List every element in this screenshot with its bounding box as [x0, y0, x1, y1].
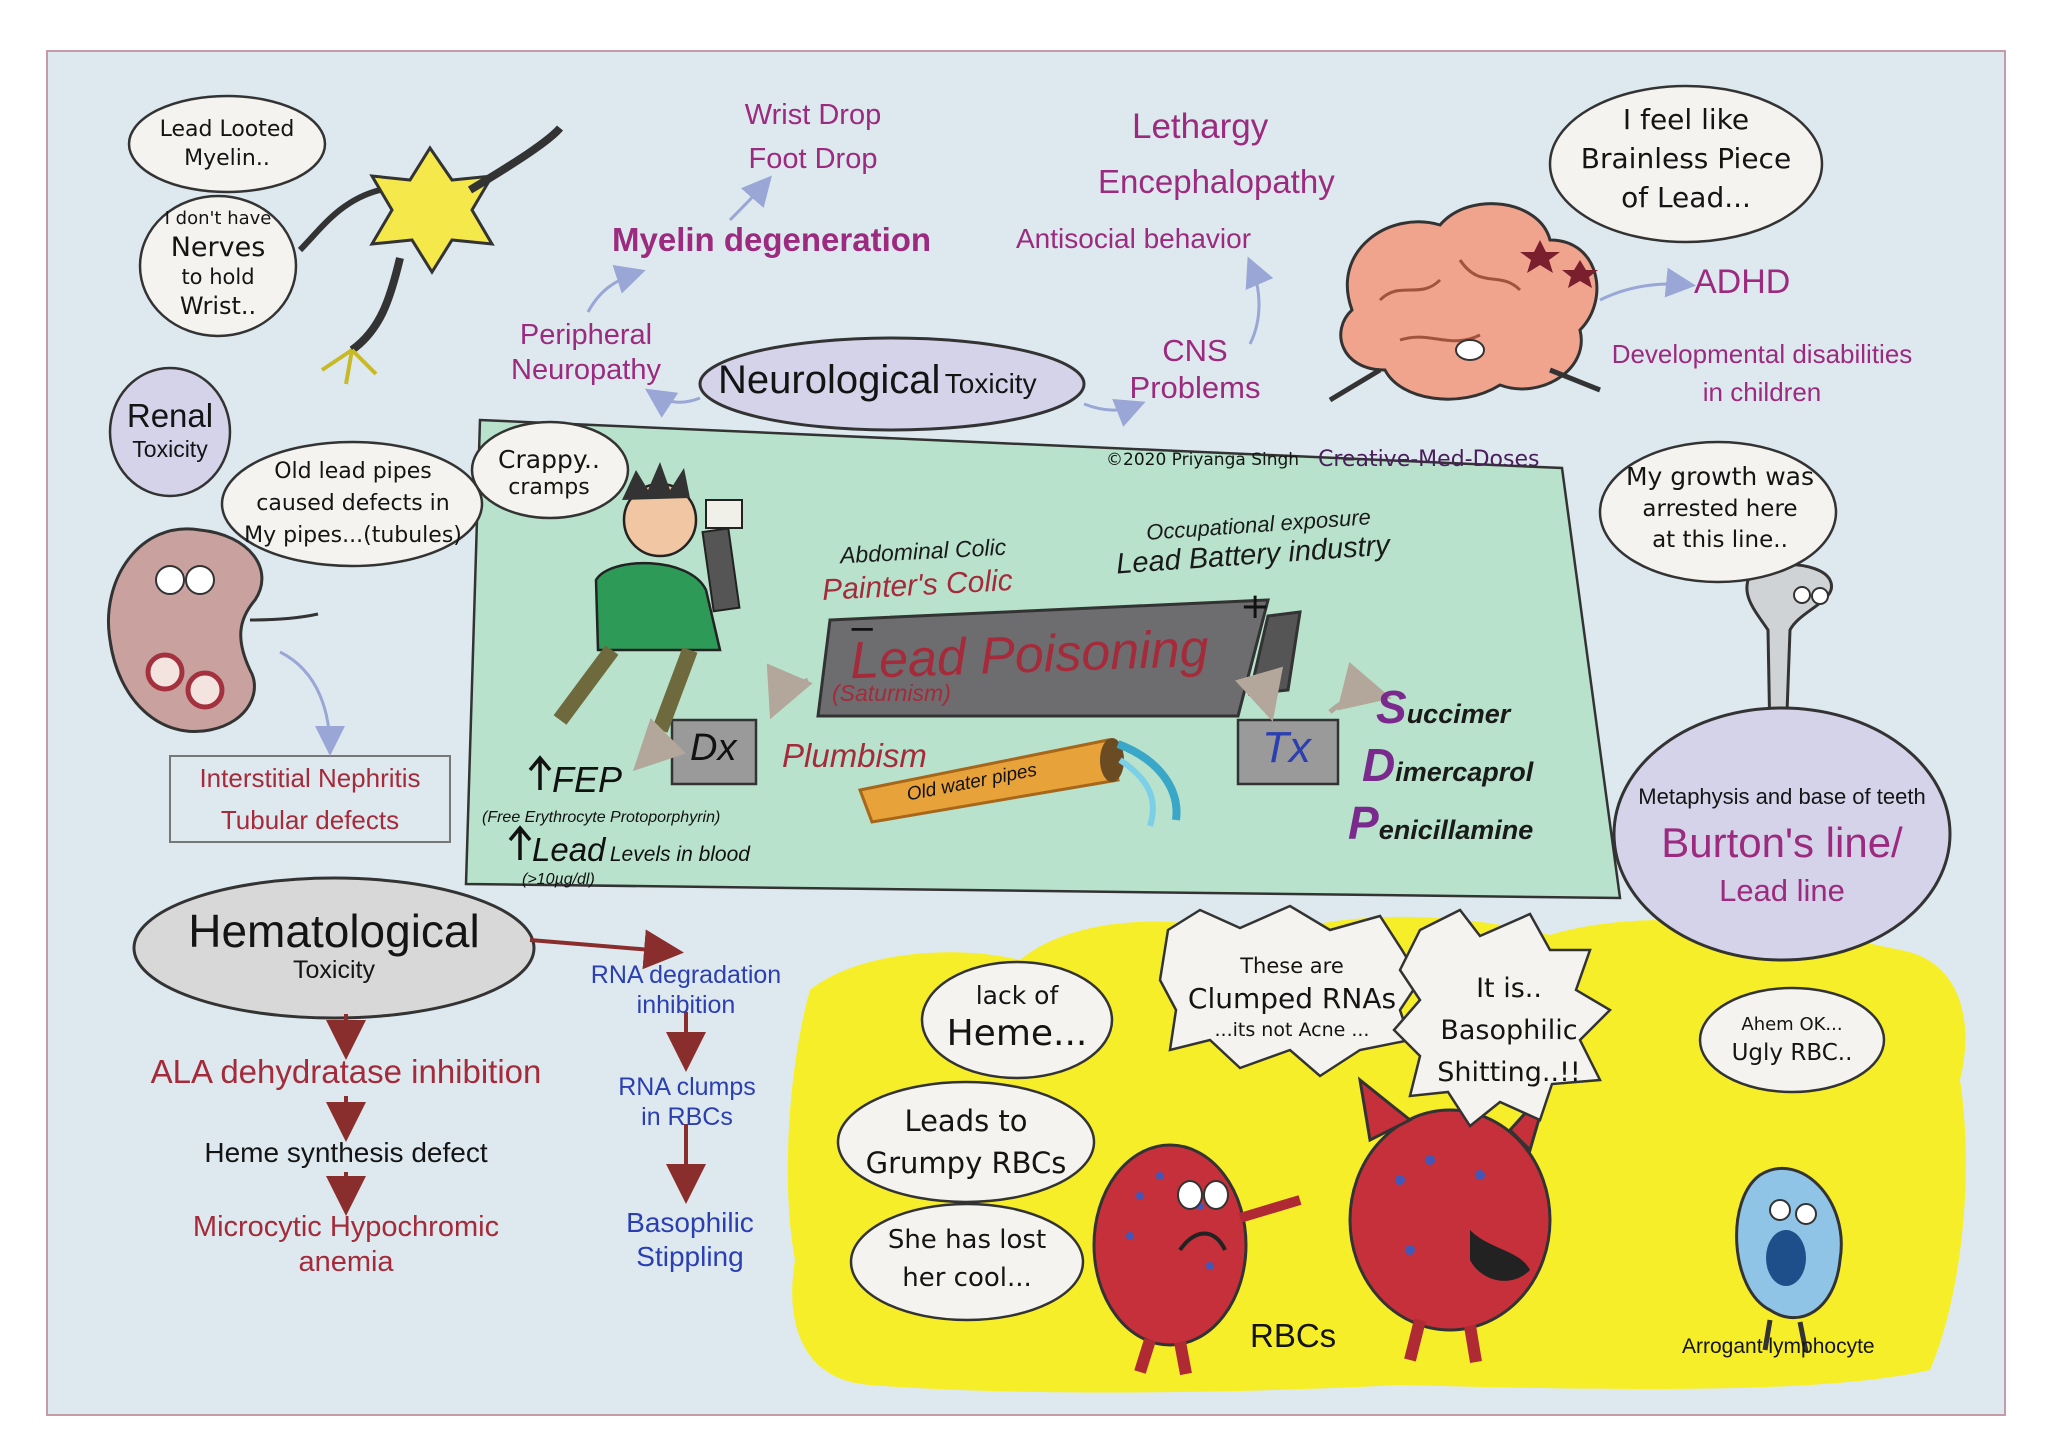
- bubble-bone: [1598, 440, 1838, 584]
- arrow-cns-lethargy: [1245, 256, 1274, 345]
- fep: FEP: [552, 759, 623, 800]
- lead-threshold: (>10µg/dl): [522, 871, 595, 888]
- svg-text:+: +: [1240, 586, 1270, 627]
- arrow-center-tx: [1234, 666, 1284, 722]
- tx-label: Tx: [1262, 723, 1311, 772]
- heme-synthesis-defect: Heme synthesis defect: [204, 1137, 488, 1168]
- bubble-neuron-1: [127, 94, 327, 194]
- hematological-ellipse: [132, 876, 536, 1020]
- renal-ellipse: [108, 366, 232, 498]
- up-arrow-lead: [508, 825, 532, 860]
- arrow-heme-rna: [529, 929, 684, 970]
- fep-full: (Free Erythrocyte Protoporphyrin): [482, 809, 721, 826]
- arrow-myelin-drop: [728, 175, 772, 222]
- renal-effects-box: [169, 755, 451, 843]
- foot-drop: Foot Drop: [748, 143, 878, 175]
- lymphocyte-icon: [1735, 1167, 1843, 1353]
- bubble-cool: [849, 1202, 1085, 1322]
- bubble-lymph: [1698, 986, 1886, 1094]
- arrow-peripheral-myelin: [586, 265, 646, 313]
- lead-levels: Lead Levels in blood: [532, 831, 750, 868]
- copyright: ©2020 Priyanga Singh: [1106, 450, 1300, 470]
- renal-title: Renal Toxicity: [126, 397, 214, 462]
- drug-succimer: Succimer: [1376, 681, 1511, 733]
- saturnism: (Saturnism): [832, 680, 951, 706]
- drug-penicillamine: Penicillamine: [1348, 797, 1534, 849]
- arrow-tx-drugs: [1328, 662, 1392, 714]
- tx-box: [1236, 718, 1340, 786]
- drug-dimercaprol: Dimercaprol: [1362, 739, 1534, 791]
- arrow-neuro-peripheral: [645, 388, 701, 418]
- bubble-basophilic: [1392, 908, 1613, 1128]
- bubble-brain: [1548, 84, 1824, 244]
- lethargy: Lethargy: [1132, 107, 1269, 146]
- arrow-center-dx: [766, 663, 813, 720]
- painter-icon: [553, 462, 743, 733]
- neuron-icon: [297, 125, 564, 385]
- cramps-bubble-text: Crappy..cramps: [498, 445, 600, 500]
- plumbism: Plumbism: [782, 737, 927, 774]
- ala-dehydratase: ALA dehydratase inhibition: [150, 1053, 542, 1090]
- water-pipe-icon: [857, 738, 1181, 827]
- bubble-lymph-text: Ahem OK... Ugly RBC..: [1731, 1014, 1853, 1067]
- bubble-grumpy: [836, 1080, 1096, 1204]
- burton-line-title: Burton's line/: [1661, 819, 1903, 866]
- brand: Creative-Med-Doses: [1318, 447, 1540, 472]
- arrow-brain-adhd: [1599, 267, 1696, 302]
- rbc-icon: [1092, 1143, 1302, 1376]
- hematological-title: Hematological Toxicity: [188, 905, 480, 985]
- rbc-label: RBCs: [1250, 1317, 1337, 1354]
- wrist-drop: Wrist Drop: [744, 99, 882, 131]
- neuron-bubble-2-text: I don't have Nerves to hold Wrist..: [164, 208, 272, 320]
- burton-ellipse: [1612, 706, 1952, 962]
- bubble-clumped-text: These are Clumped RNAs ...its not Acne .…: [1187, 954, 1397, 1042]
- kidney-icon: [107, 527, 319, 733]
- painters-colic: Painter's Colic: [821, 564, 1014, 607]
- neurological-ellipse: [698, 336, 1086, 432]
- lead-line: Lead line: [1719, 873, 1845, 908]
- up-arrow-fep: [528, 755, 552, 790]
- angry-rbc-icon: [1348, 1076, 1552, 1363]
- brain-icon: [1328, 202, 1601, 403]
- bubble-neuron-2: [138, 194, 298, 338]
- arrow-neuro-cns: [1083, 398, 1146, 427]
- encephalopathy: Encephalopathy: [1098, 163, 1335, 200]
- svg-text:−: −: [848, 609, 877, 649]
- arrow-kidney-nephritis: [279, 650, 345, 756]
- burton-location: Metaphysis and base of teeth: [1638, 784, 1926, 809]
- antisocial-behavior: Antisocial behavior: [1016, 223, 1252, 254]
- bubble-kidney: [220, 440, 484, 568]
- neurological-title: Neurological Toxicity: [718, 358, 1037, 402]
- bubble-heme-text: lack of Heme...: [946, 981, 1088, 1055]
- adhd: ADHD: [1694, 263, 1791, 301]
- myelin-degeneration: Myelin degeneration: [612, 221, 932, 258]
- arrow-dx-fep: [632, 718, 686, 772]
- bubble-heme: [920, 960, 1114, 1080]
- bubble-cramps: [470, 420, 630, 520]
- dx-label: Dx: [690, 727, 737, 769]
- lymphocyte-label: Arrogant lymphocyte: [1682, 1335, 1875, 1358]
